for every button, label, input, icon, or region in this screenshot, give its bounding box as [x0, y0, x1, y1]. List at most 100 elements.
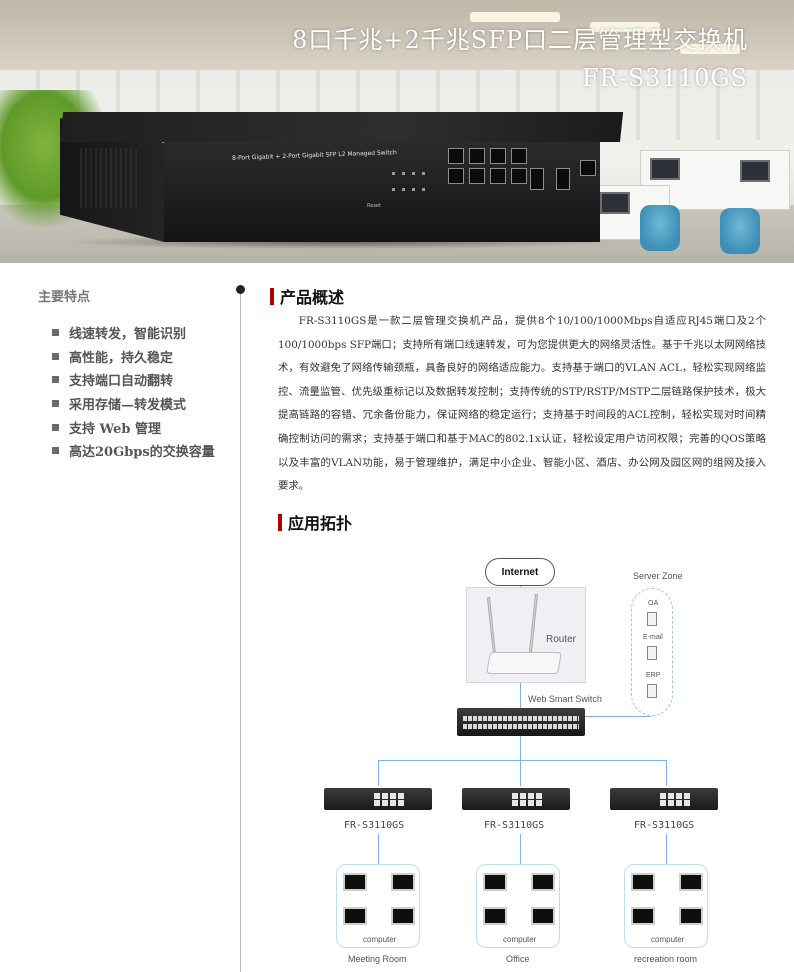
port-row: [463, 716, 579, 721]
link-line: [520, 760, 521, 786]
port-icon: [660, 800, 666, 806]
port-icon: [374, 793, 380, 799]
feature-item: 高达20Gbps的交换容量: [52, 439, 215, 463]
feature-text: 线速转发，智能识别: [69, 327, 187, 343]
switch-front-panel: [164, 142, 600, 242]
port-icon: [528, 793, 534, 799]
access-switch-icon: [324, 788, 432, 810]
feature-text: 高性能，持久稳定: [69, 350, 174, 366]
internet-cloud-icon: Internet: [485, 558, 555, 586]
switch-model-label: FR-S3110GS: [344, 820, 405, 831]
feature-text: 支持 Web 管理: [69, 421, 161, 437]
pc-group-office: computer: [476, 864, 560, 948]
computer-icon: [391, 873, 415, 891]
feature-text: 采用存储—转发模式: [69, 398, 187, 414]
port-icon: [390, 800, 396, 806]
computer-icon: [343, 873, 367, 891]
product-title: 8口千兆+2千兆SFP口二层管理型交换机: [292, 26, 748, 54]
port-icon: [668, 800, 674, 806]
square-bullet-icon: [52, 400, 59, 408]
desk-monitor: [600, 192, 630, 214]
ceiling-light: [470, 12, 560, 22]
hero-banner: 8-Port Gigabit + 2-Port Gigabit SFP L2 M…: [0, 0, 794, 263]
vertical-divider: [240, 290, 241, 972]
status-led: [412, 188, 415, 191]
status-led: [402, 172, 405, 175]
link-line: [520, 683, 521, 708]
port-icon: [398, 793, 404, 799]
server-label-oa: OA: [648, 600, 659, 607]
port-icon: [676, 793, 682, 799]
switch-top-panel: [60, 112, 624, 142]
reset-label: Reset: [367, 203, 381, 209]
port-icon: [390, 793, 396, 799]
sfp-port: [556, 168, 570, 190]
divider-dot-icon: [236, 285, 245, 294]
feature-text: 高达20Gbps的交换容量: [69, 445, 215, 461]
status-led: [402, 188, 405, 191]
features-list: 线速转发，智能识别 高性能，持久稳定 支持端口自动翻转 采用存储—转发模式 支持…: [52, 321, 215, 463]
server-label-erp: ERP: [646, 672, 661, 679]
computer-icon: [631, 873, 655, 891]
sfp-port: [530, 168, 544, 190]
feature-item: 支持 Web 管理: [52, 415, 215, 439]
ceiling-light: [680, 44, 740, 54]
port-icon: [536, 793, 542, 799]
room-label-recreation: recreation room: [634, 954, 698, 964]
port-icon: [382, 800, 388, 806]
link-line: [520, 834, 521, 864]
room-label-office: Office: [506, 954, 530, 964]
ceiling-light: [590, 22, 660, 32]
computer-icon: [631, 907, 655, 925]
link-line: [378, 760, 379, 786]
port-icon: [528, 800, 534, 806]
rj45-port: [469, 168, 485, 184]
feature-item: 采用存储—转发模式: [52, 392, 215, 416]
core-switch-icon: [457, 708, 585, 736]
features-title: 主要特点: [38, 290, 91, 305]
feature-text: 支持端口自动翻转: [69, 374, 174, 390]
link-line: [666, 834, 667, 864]
rj45-port: [448, 168, 464, 184]
rj45-port: [469, 148, 485, 164]
features-sidebar: 主要特点 线速转发，智能识别 高性能，持久稳定 支持端口自动翻转 采用存储—转发…: [0, 263, 240, 972]
link-line: [378, 760, 666, 761]
topology-heading: 应用拓扑: [278, 510, 352, 534]
rj45-port-grid: [448, 148, 527, 184]
rj45-port: [448, 148, 464, 164]
computer-icon: [531, 907, 555, 925]
link-line: [585, 716, 651, 717]
port-icon: [374, 800, 380, 806]
computer-icon: [483, 907, 507, 925]
square-bullet-icon: [52, 352, 59, 360]
internet-label: Internet: [501, 566, 539, 578]
heading-accent-bar: [278, 513, 282, 531]
computer-label: computer: [503, 935, 537, 944]
port-icon: [520, 800, 526, 806]
link-line: [666, 760, 667, 786]
port-icon: [520, 793, 526, 799]
server-icon: [647, 684, 657, 698]
topology-diagram: Internet Router Web Smart Switch Server …: [300, 552, 794, 972]
square-bullet-icon: [52, 423, 59, 431]
port-icon: [382, 793, 388, 799]
port-icon: [668, 793, 674, 799]
computer-icon: [391, 907, 415, 925]
overview-heading: 产品概述: [270, 284, 344, 308]
status-led: [392, 188, 395, 191]
status-led: [412, 172, 415, 175]
office-chair: [640, 205, 680, 251]
feature-item: 支持端口自动翻转: [52, 368, 215, 392]
rj45-port: [511, 168, 527, 184]
status-led: [392, 172, 395, 175]
port-icon: [660, 793, 666, 799]
access-switch-icon: [610, 788, 718, 810]
port-icon: [512, 800, 518, 806]
office-chair: [720, 208, 760, 254]
port-icon: [684, 800, 690, 806]
rj45-port: [511, 148, 527, 164]
product-model: FR-S3110GS: [582, 64, 748, 92]
port-row: [463, 724, 579, 729]
computer-icon: [679, 907, 703, 925]
access-switch-icon: [462, 788, 570, 810]
